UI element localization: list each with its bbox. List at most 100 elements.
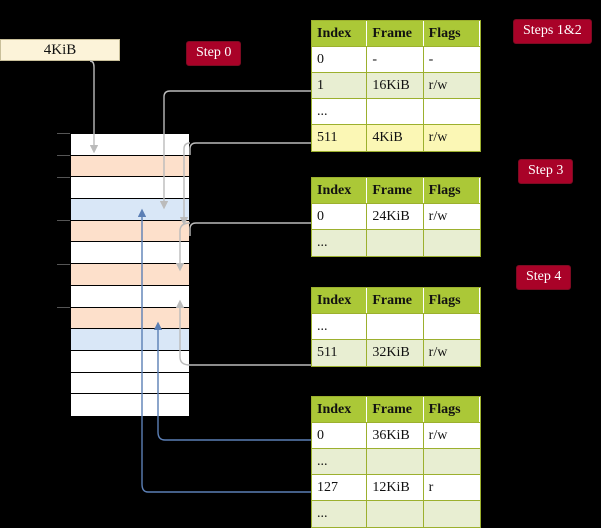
cell-frame <box>367 99 424 124</box>
badge-steps-1-2: Steps 1&2 <box>513 19 592 44</box>
badge-step-3: Step 3 <box>518 159 574 184</box>
memory-row-1 <box>71 155 189 178</box>
column-header-index: Index <box>312 21 368 46</box>
cell-index: 0 <box>312 47 368 72</box>
cell-frame <box>367 230 424 256</box>
cell-frame: 16KiB <box>367 73 424 98</box>
memory-tick <box>57 307 70 308</box>
cell-flags <box>424 501 480 527</box>
cell-frame: 24KiB <box>367 204 424 229</box>
memory-row-2 <box>71 177 189 200</box>
badge-step-0-label: Step 0 <box>196 45 232 60</box>
cell-frame: - <box>367 47 424 72</box>
cell-index: ... <box>312 501 368 527</box>
memory-row-8 <box>71 307 189 330</box>
source-frame-box: 4KiB <box>0 39 120 61</box>
memory-row-4 <box>71 220 189 243</box>
memory-tick <box>57 264 70 265</box>
cell-flags: r/w <box>428 78 448 93</box>
memory-row-9 <box>71 329 189 351</box>
cell-index: 127 <box>312 475 368 500</box>
table-row: ... <box>312 314 480 340</box>
cell-frame: 32KiB <box>367 340 424 366</box>
cell-index: ... <box>312 314 368 339</box>
cell-flags: r/w <box>428 428 448 443</box>
badge-step-3-label: Step 3 <box>528 163 564 178</box>
cell-frame <box>367 314 424 339</box>
column-header-index: Index <box>312 178 368 203</box>
cell-flags: r/w <box>428 345 448 360</box>
cell-flags <box>424 449 480 474</box>
memory-row-10 <box>71 350 189 373</box>
cell-flags <box>424 230 480 256</box>
badge-step-0: Step 0 <box>186 41 242 66</box>
source-frame-label: 4KiB <box>43 42 77 58</box>
column-header-index: Index <box>312 288 368 313</box>
table-row: ... <box>312 230 480 256</box>
memory-row-3 <box>71 199 189 221</box>
physical-memory-column <box>70 133 190 416</box>
cell-index: 1 <box>312 73 368 98</box>
cell-flags: - <box>428 52 434 67</box>
cell-flags <box>424 314 480 339</box>
cell-index: ... <box>312 449 368 474</box>
memory-row-5 <box>71 242 189 265</box>
cell-frame: 4KiB <box>367 125 424 151</box>
memory-tick <box>57 133 70 134</box>
cell-frame <box>367 501 424 527</box>
column-header-frame: Frame <box>367 21 424 46</box>
column-header-flags: Flags <box>424 288 480 313</box>
column-header-flags: Flags <box>424 397 480 422</box>
cell-index: ... <box>312 230 368 256</box>
cell-index: 511 <box>312 340 368 366</box>
cell-index: 0 <box>312 204 368 229</box>
memory-row-6 <box>71 264 189 286</box>
cell-flags: r <box>428 480 434 495</box>
column-header-frame: Frame <box>367 288 424 313</box>
cell-index: ... <box>312 99 368 124</box>
memory-row-0 <box>71 134 189 156</box>
memory-tick <box>57 177 70 178</box>
column-header-frame: Frame <box>367 397 424 422</box>
cell-flags: r/w <box>428 209 448 224</box>
wire-table2-row0-to-memory <box>189 222 311 236</box>
cell-flags <box>424 99 480 124</box>
cell-index: 0 <box>312 423 368 448</box>
memory-tick <box>57 220 70 221</box>
column-header-flags: Flags <box>424 178 480 203</box>
badge-step-4: Step 4 <box>516 265 572 290</box>
badge-step-4-label: Step 4 <box>526 269 562 284</box>
badge-steps-1-2-label: Steps 1&2 <box>523 23 582 38</box>
table-row: 0-- <box>312 47 480 73</box>
memory-row-7 <box>71 285 189 308</box>
memory-tick <box>57 155 70 156</box>
cell-frame <box>367 449 424 474</box>
column-header-index: Index <box>312 397 368 422</box>
column-header-flags: Flags <box>424 21 480 46</box>
table-row: ... <box>312 501 480 527</box>
column-header-frame: Frame <box>367 178 424 203</box>
cell-frame: 36KiB <box>367 423 424 448</box>
table-row: ... <box>312 99 480 125</box>
cell-frame: 12KiB <box>367 475 424 500</box>
memory-row-12 <box>71 394 189 416</box>
wire-table1-row511-to-memory <box>189 142 311 155</box>
cell-index: 511 <box>312 125 368 151</box>
memory-row-11 <box>71 372 189 395</box>
cell-flags: r/w <box>423 125 480 151</box>
